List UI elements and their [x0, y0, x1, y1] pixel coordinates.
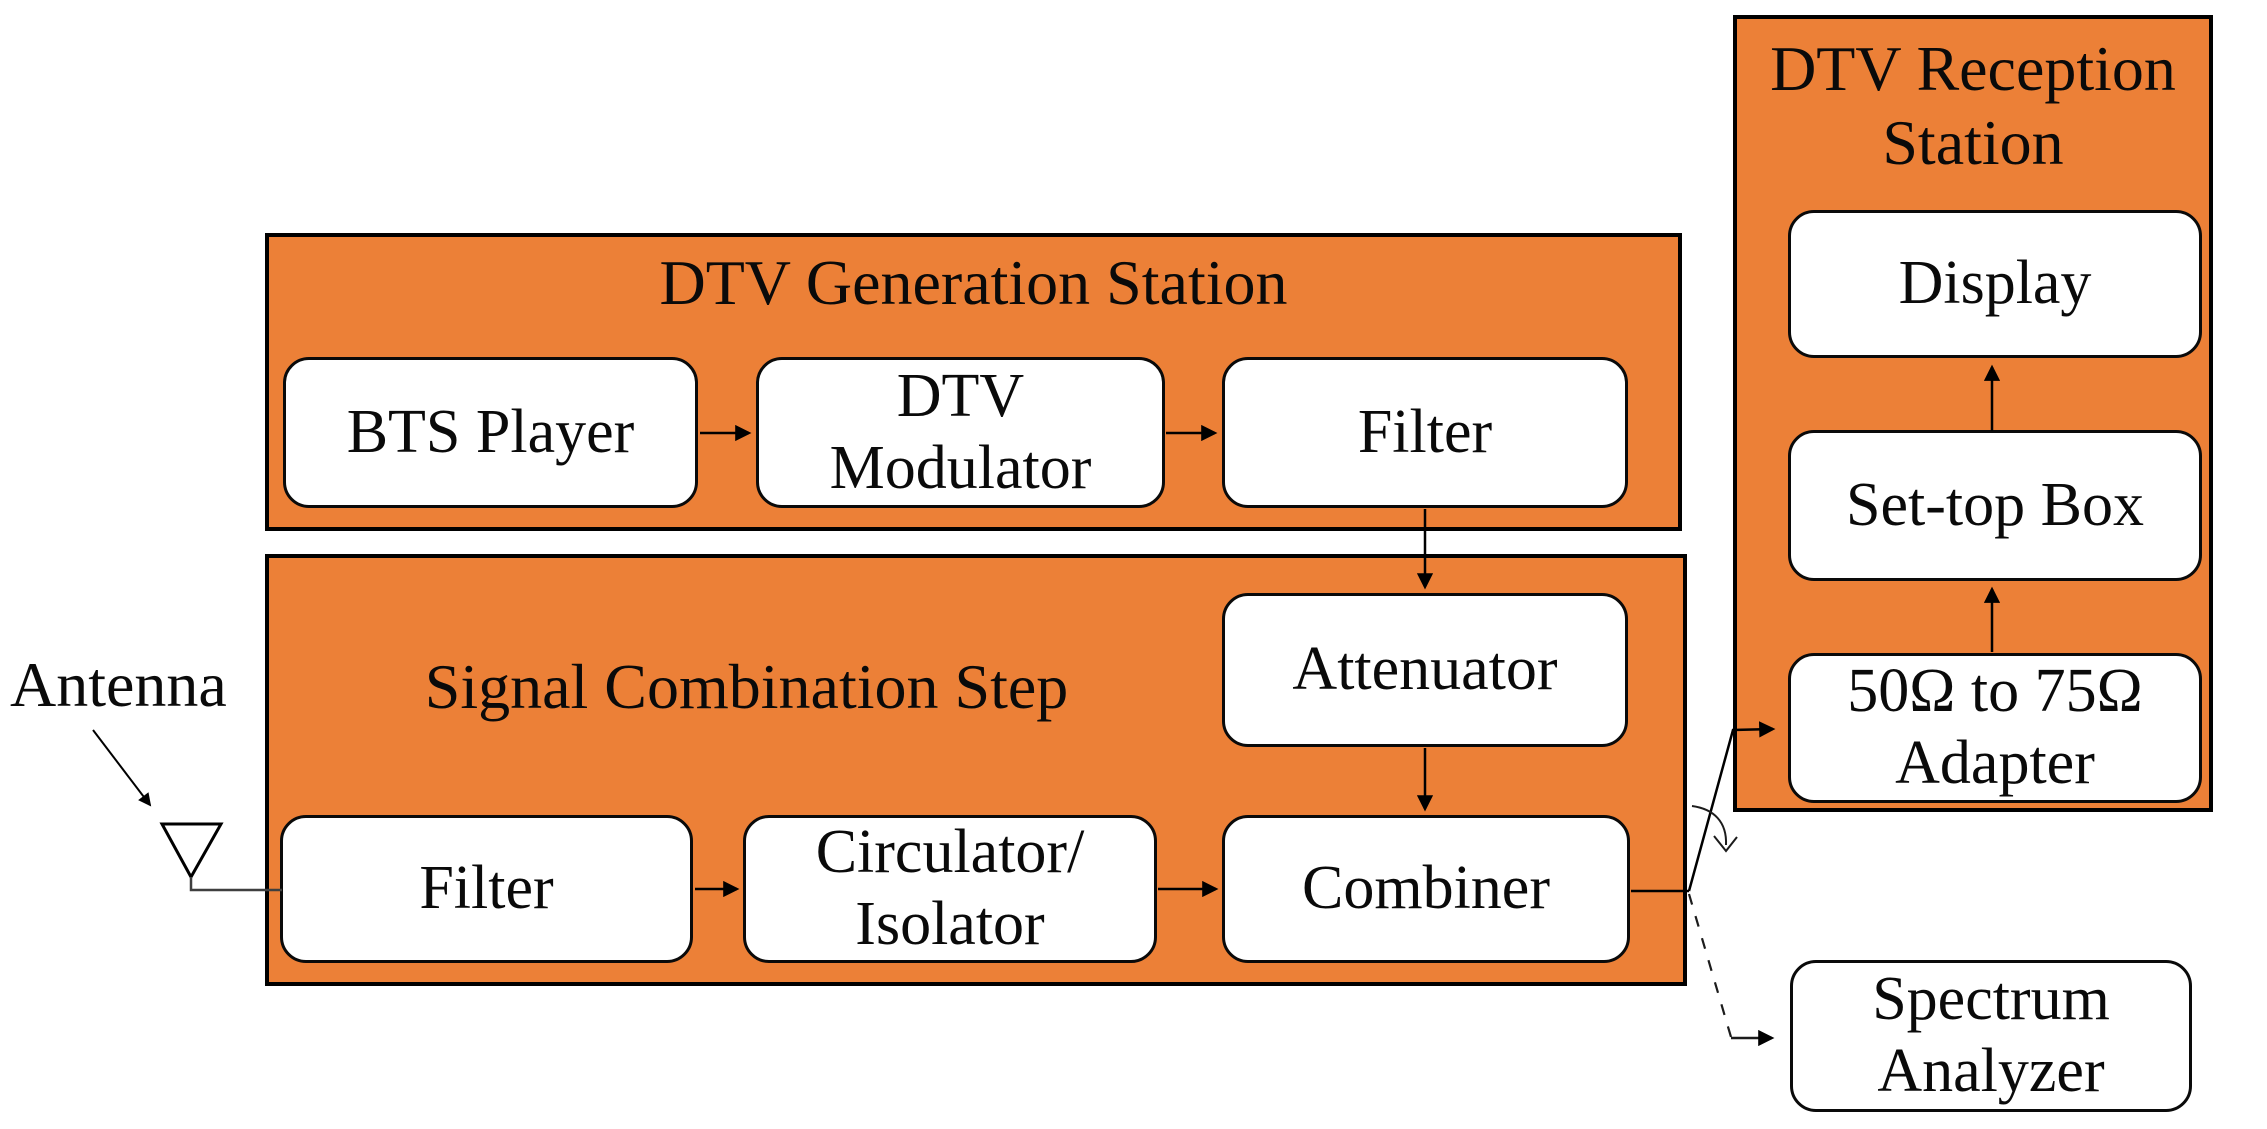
node-circulator-isolator: Circulator/ Isolator: [743, 815, 1157, 963]
node-bts-player: BTS Player: [283, 357, 698, 508]
node-spectrum-analyzer: Spectrum Analyzer: [1790, 960, 2192, 1112]
title-signal-combination-step: Signal Combination Step: [424, 651, 1069, 722]
node-dtv-modulator: DTV Modulator: [756, 357, 1165, 508]
title-dtv-generation-station: DTV Generation Station: [659, 247, 1288, 318]
node-attenuator: Attenuator: [1222, 593, 1628, 747]
title-dtv-reception-station: DTV Reception Station: [1770, 33, 2176, 178]
dashed-line-combiner-to-spectrum: [1687, 893, 1733, 1038]
antenna-symbol: [159, 822, 224, 881]
node-filter-generation: Filter: [1222, 357, 1628, 508]
arrow-antenna-callout: [92, 729, 152, 807]
node-display: Display: [1788, 210, 2202, 358]
crossover-arc: [1691, 805, 1728, 846]
node-set-top-box: Set-top Box: [1788, 430, 2202, 581]
node-combiner: Combiner: [1222, 815, 1630, 963]
crossover-arc-arrowhead: [1713, 835, 1738, 853]
antenna-label: Antenna: [10, 649, 227, 720]
node-filter-combination: Filter: [280, 815, 693, 963]
node-50-75-adapter: 50Ω to 75Ω Adapter: [1788, 653, 2202, 803]
